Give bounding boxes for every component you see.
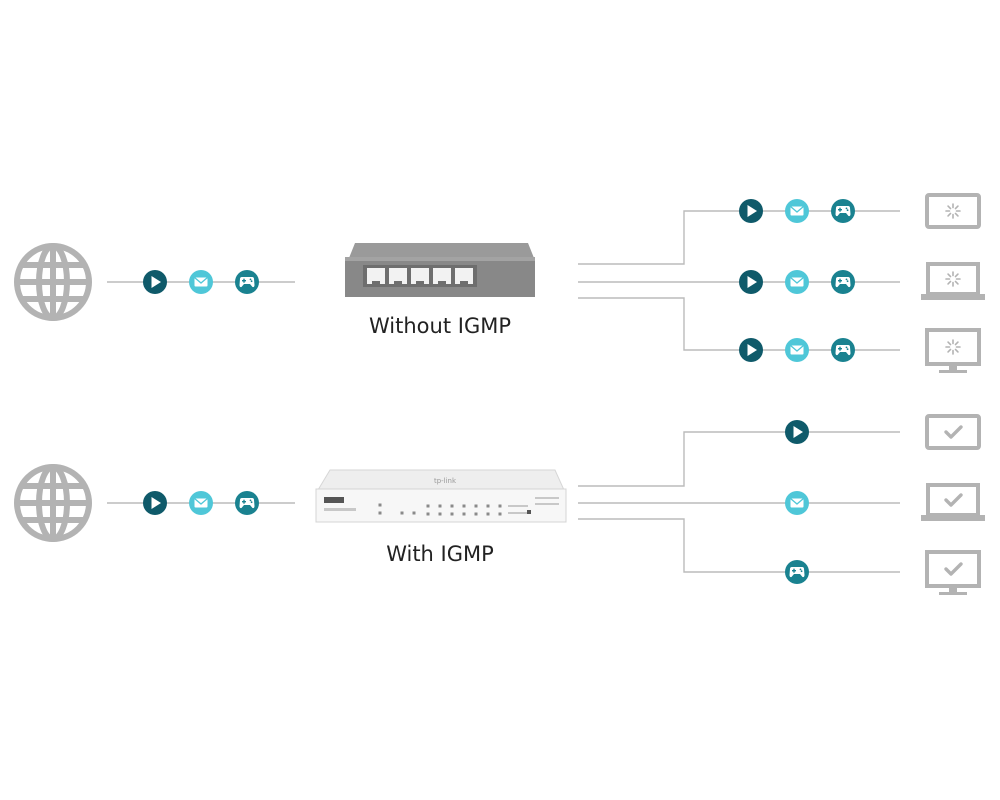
led-indicator <box>462 504 466 508</box>
gamepad-icon <box>831 270 855 294</box>
play-icon <box>785 420 809 444</box>
mail-icon <box>785 338 809 362</box>
managed-switch: tp-link <box>315 469 567 523</box>
led-indicator <box>498 512 502 516</box>
monitor-icon <box>925 328 981 373</box>
badge-icon <box>324 497 344 503</box>
tablet-icon <box>925 193 981 229</box>
label-without-igmp: Without IGMP <box>369 314 511 338</box>
loading-spinner-icon <box>945 203 961 219</box>
led-indicator <box>438 504 442 508</box>
monitor-icon <box>925 550 981 595</box>
internet-globes <box>14 243 92 542</box>
play-icon <box>143 270 167 294</box>
led-indicator <box>450 504 454 508</box>
play-icon <box>143 491 167 515</box>
ethernet-port <box>367 268 385 284</box>
gamepad-icon <box>785 560 809 584</box>
gamepad-icon <box>235 491 259 515</box>
led-indicator <box>486 504 490 508</box>
loading-spinner-icon <box>945 339 961 355</box>
led-indicator <box>426 512 430 516</box>
switches: tp-link <box>315 243 567 523</box>
laptop-icon <box>921 262 985 300</box>
play-icon <box>739 338 763 362</box>
play-icon <box>739 270 763 294</box>
mail-icon <box>785 199 809 223</box>
globe-icon <box>14 464 92 542</box>
checkmark-icon <box>944 425 963 439</box>
connection-line <box>578 431 900 487</box>
connection-line <box>578 518 900 573</box>
led-indicator <box>498 504 502 508</box>
client-devices <box>921 193 985 595</box>
globe-icon <box>14 243 92 321</box>
led-indicator <box>412 511 416 515</box>
led-indicator <box>474 512 478 516</box>
mail-icon <box>189 491 213 515</box>
label-with-igmp: With IGMP <box>386 542 494 566</box>
ethernet-port <box>455 268 473 284</box>
ethernet-port <box>389 268 407 284</box>
mail-icon <box>785 270 809 294</box>
led-indicator <box>426 504 430 508</box>
led-indicator <box>378 511 382 515</box>
checkmark-icon <box>944 562 963 576</box>
laptop-icon <box>921 483 985 521</box>
led-indicator <box>474 504 478 508</box>
led-indicator <box>450 512 454 516</box>
led-indicator <box>400 511 404 515</box>
ethernet-port <box>433 268 451 284</box>
mail-icon <box>189 270 213 294</box>
gamepad-icon <box>831 199 855 223</box>
led-indicator <box>378 503 382 507</box>
unmanaged-switch <box>345 243 535 297</box>
gamepad-icon <box>831 338 855 362</box>
play-icon <box>739 199 763 223</box>
stream-icons <box>143 199 855 584</box>
loading-spinner-icon <box>945 271 961 287</box>
tablet-icon <box>925 414 981 450</box>
led-indicator <box>486 512 490 516</box>
mail-icon <box>785 491 809 515</box>
ethernet-port <box>411 268 429 284</box>
checkmark-icon <box>944 493 963 507</box>
led-indicator <box>462 512 466 516</box>
gamepad-icon <box>235 270 259 294</box>
switch-brand-logo: tp-link <box>434 477 457 485</box>
led-indicator <box>438 512 442 516</box>
